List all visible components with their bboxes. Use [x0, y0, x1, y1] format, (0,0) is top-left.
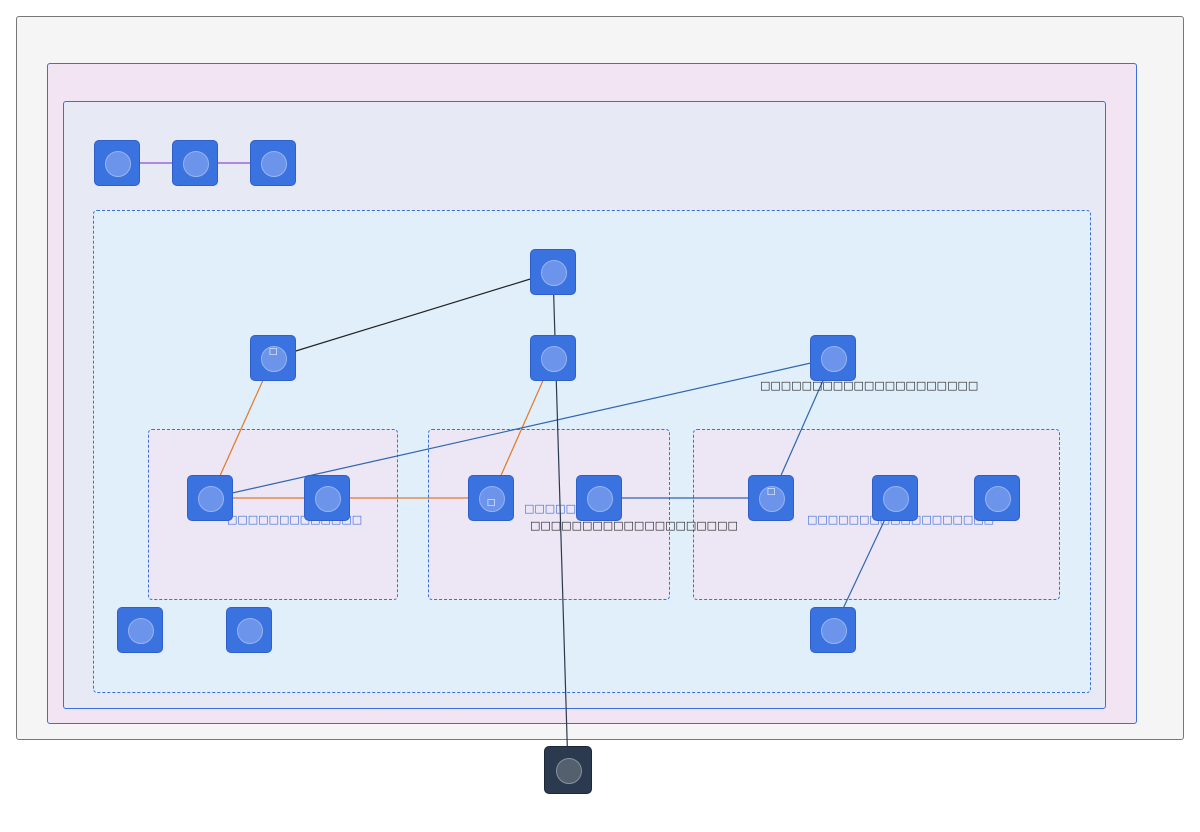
service-icon [183, 151, 209, 177]
service-icon [821, 346, 847, 372]
node-b2[interactable] [576, 475, 622, 521]
node-p3[interactable] [250, 140, 296, 186]
service-icon [821, 618, 847, 644]
node-bottom-left-2[interactable] [226, 607, 272, 653]
service-icon [541, 346, 567, 372]
node-mid-left[interactable]: □ [250, 335, 296, 381]
node-a2[interactable] [304, 475, 350, 521]
service-icon [237, 618, 263, 644]
node-c3[interactable] [974, 475, 1020, 521]
node-b1[interactable]: □ [468, 475, 514, 521]
node-bottom-left-1[interactable] [117, 607, 163, 653]
service-icon [315, 486, 341, 512]
service-icon [479, 486, 505, 512]
node-a1[interactable] [187, 475, 233, 521]
service-icon [883, 486, 909, 512]
service-icon [261, 346, 287, 372]
service-icon [985, 486, 1011, 512]
node-c2[interactable] [872, 475, 918, 521]
node-b1-glyph: □ [486, 498, 496, 508]
node-c1-glyph: □ [766, 487, 776, 497]
service-icon [128, 618, 154, 644]
service-icon [261, 151, 287, 177]
node-mid-left-glyph: □ [268, 347, 278, 357]
edge-label-upper-right: □□□□□□□□□□□□□□□□□□□□□ [760, 379, 979, 392]
node-external[interactable] [544, 746, 592, 794]
node-mid-right[interactable] [810, 335, 856, 381]
edge-label-middle: □□□□□□□□□□□□□□□□□□□□ [530, 519, 738, 532]
external-service-icon [556, 758, 582, 784]
node-bottom-right[interactable] [810, 607, 856, 653]
node-top-center[interactable] [530, 249, 576, 295]
service-icon [587, 486, 613, 512]
node-c1[interactable]: □ [748, 475, 794, 521]
service-icon [105, 151, 131, 177]
service-icon [541, 260, 567, 286]
service-icon [759, 486, 785, 512]
service-icon [198, 486, 224, 512]
node-mid-center[interactable] [530, 335, 576, 381]
node-p2[interactable] [172, 140, 218, 186]
node-p1[interactable] [94, 140, 140, 186]
